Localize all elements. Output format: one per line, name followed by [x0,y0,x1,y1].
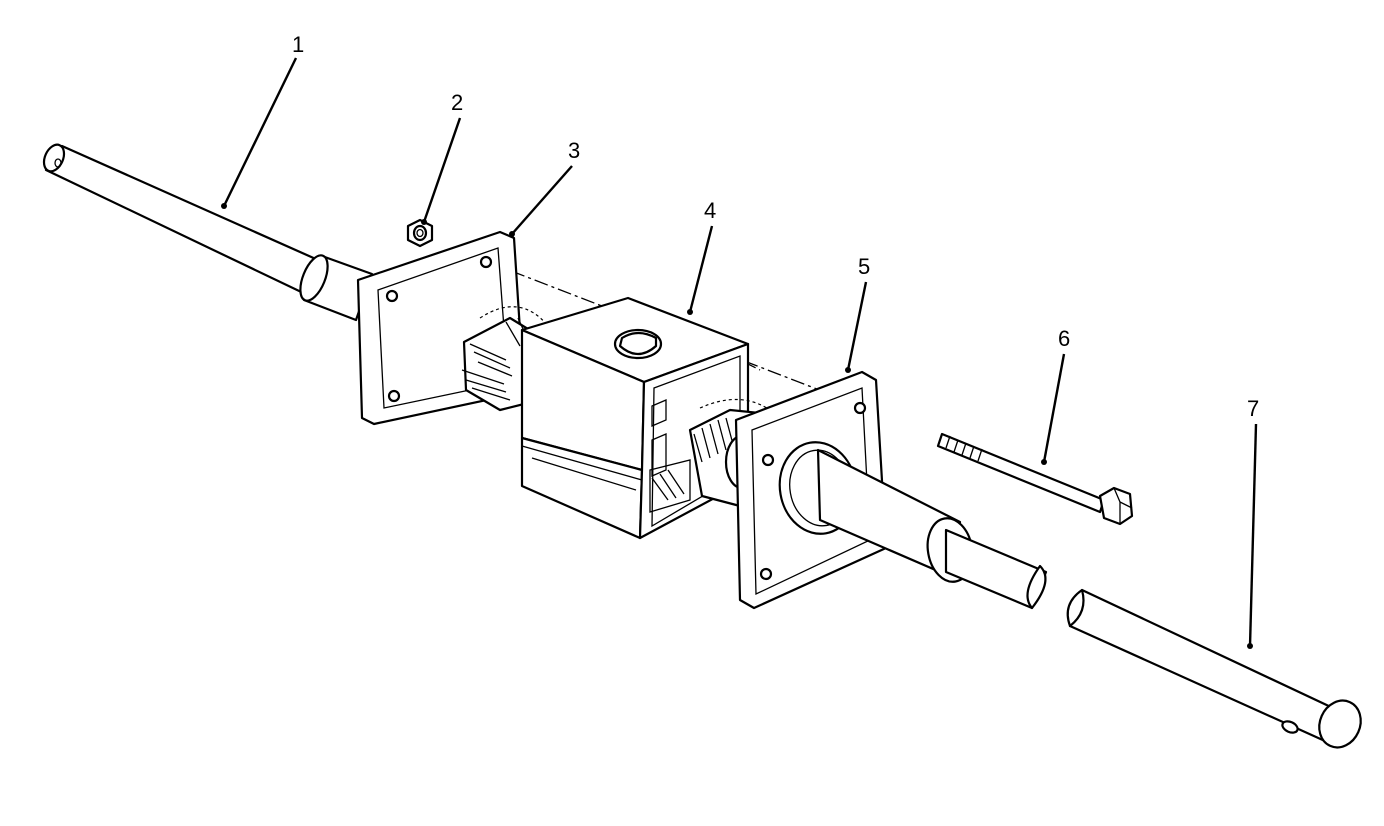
callout-4: 4 [687,198,716,315]
callout-label-5: 5 [858,254,870,279]
callout-1: 1 [221,32,304,209]
part-7-output-shaft [1066,588,1362,749]
part-6-bolt [936,432,1134,526]
callout-label-7: 7 [1247,396,1259,421]
callout-label-4: 4 [704,198,716,223]
callout-label-1: 1 [292,32,304,57]
output-shaft-sleeve [816,448,1048,610]
callout-label-2: 2 [451,90,463,115]
callout-7: 7 [1247,396,1259,649]
callout-6: 6 [1041,326,1070,465]
callout-label-3: 3 [568,138,580,163]
callout-label-6: 6 [1058,326,1070,351]
part-2-nut [406,218,434,248]
callout-5: 5 [845,254,870,373]
callout-3: 3 [509,138,580,237]
callout-2: 2 [421,90,463,225]
